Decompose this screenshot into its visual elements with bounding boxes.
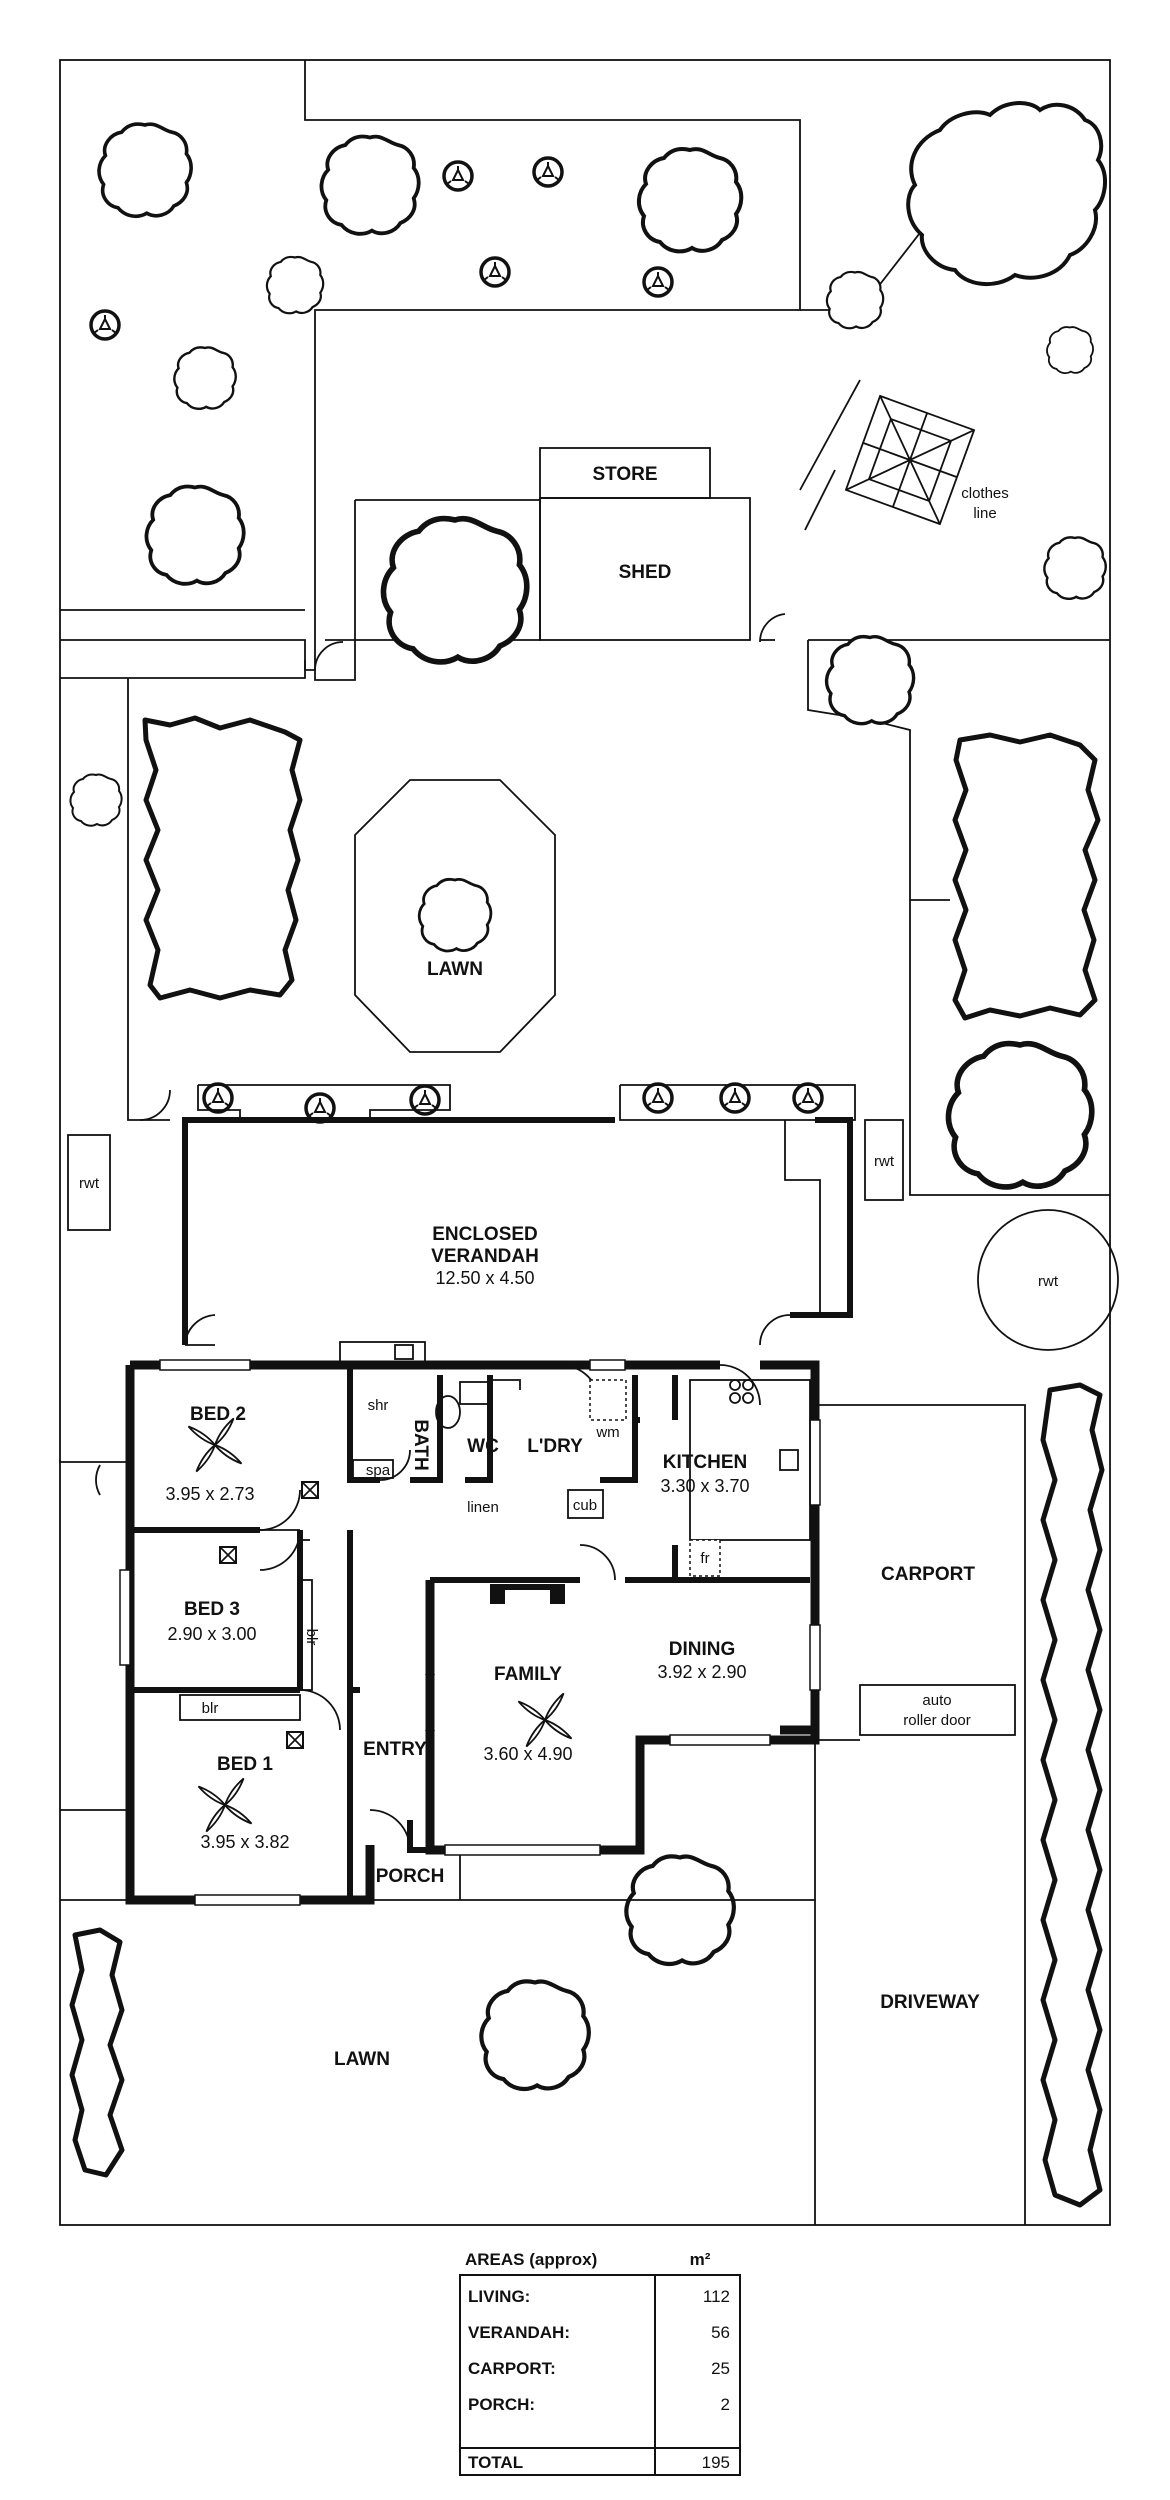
tree (626, 1856, 733, 1964)
doors (259, 1364, 761, 1851)
store-label: STORE (592, 464, 657, 485)
family-dim: 3.60 x 4.90 (483, 1744, 572, 1764)
area-row-value: 112 (703, 2287, 730, 2306)
rwt-left-label: rwt (79, 1175, 100, 1192)
clothes-line-label-2: line (973, 505, 996, 522)
tree (636, 146, 744, 254)
tree (69, 773, 123, 827)
hedges (69, 715, 1105, 2208)
rwt-mid-label: rwt (874, 1153, 895, 1170)
area-total-label: TOTAL (468, 2453, 523, 2472)
areas-unit: m² (690, 2250, 711, 2269)
area-total-value: 195 (702, 2453, 730, 2472)
dining-label: DINING (669, 1639, 736, 1660)
bed1-label: BED 1 (217, 1754, 273, 1775)
rear-lawn-label: LAWN (427, 959, 483, 980)
tree (1046, 326, 1094, 375)
verandah-label-1: ENCLOSED (432, 1224, 538, 1245)
area-row-label: LIVING: (468, 2287, 530, 2306)
rear-lawn: LAWN (354, 779, 556, 1053)
dining-dim: 3.92 x 2.90 (657, 1662, 746, 1682)
trees (69, 101, 1107, 2089)
shed-label: SHED (619, 562, 672, 583)
tree (1043, 536, 1107, 601)
porch-label: PORCH (376, 1866, 445, 1887)
property-boundary (59, 59, 1111, 2226)
windows (119, 1359, 821, 1906)
tree (265, 255, 325, 315)
spa-label: spa (366, 1462, 391, 1479)
side-fences (59, 900, 1110, 1811)
garden-bed-strips (197, 1084, 856, 1121)
tree (825, 270, 885, 330)
bed3-label: BED 3 (184, 1599, 240, 1620)
clothes-line (844, 394, 976, 526)
tree (173, 346, 237, 411)
rear-fences (60, 60, 1110, 1121)
room-labels: BED 2 3.95 x 2.73 BED 3 2.90 x 3.00 BED … (165, 1397, 749, 1887)
bed1-dim: 3.95 x 3.82 (200, 1832, 289, 1852)
area-row-label: PORCH: (468, 2395, 535, 2414)
front-lawn-label: LAWN (334, 2049, 390, 2070)
auto-label-1: auto (922, 1692, 951, 1709)
front-lawn: LAWN (60, 1899, 390, 2070)
tree (948, 1044, 1091, 1187)
bed3-blr-label: blr (303, 1629, 320, 1646)
clothes-line-label-1: clothes (961, 485, 1009, 502)
tree (383, 519, 526, 662)
tree (824, 634, 916, 726)
area-row-value: 56 (711, 2323, 730, 2342)
shed-building: SHED (539, 497, 751, 641)
store-building: STORE (539, 447, 711, 499)
tree (319, 134, 421, 236)
fridge-label: fr (700, 1550, 709, 1567)
bed2-label: BED 2 (190, 1404, 246, 1425)
kitchen-label: KITCHEN (663, 1452, 747, 1473)
wc-label: WC (467, 1436, 499, 1457)
enclosed-verandah: ENCLOSED VERANDAH 12.50 x 4.50 (182, 1117, 853, 1346)
kitchen-dim: 3.30 x 3.70 (660, 1476, 749, 1496)
rainwater-tanks: rwt rwt rwt (67, 1119, 1119, 1351)
areas-title: AREAS (approx) (465, 2250, 597, 2269)
gates (95, 613, 786, 1496)
fixtures (179, 1341, 811, 1721)
auto-label-2: roller door (903, 1712, 971, 1729)
carport-area: auto roller door CARPORT DRIVEWAY (460, 1404, 1026, 2225)
areas-table: AREAS (approx) m² LIVING: 112 VERANDAH: … (459, 2250, 741, 2476)
carport-label: CARPORT (881, 1564, 975, 1585)
area-row-value: 2 (721, 2395, 730, 2414)
tree (144, 484, 246, 586)
driveway-label: DRIVEWAY (880, 1992, 980, 2013)
tree (481, 1981, 588, 2089)
bath-label: BATH (410, 1419, 431, 1470)
bed1-blr-label: blr (202, 1700, 219, 1717)
washing-machine-label: wm (595, 1424, 619, 1441)
bed3-dim: 2.90 x 3.00 (167, 1624, 256, 1644)
shower-label: shr (368, 1397, 389, 1414)
cupboard-label: cub (573, 1497, 597, 1514)
bed2-dim: 3.95 x 2.73 (165, 1484, 254, 1504)
family-label: FAMILY (494, 1664, 562, 1685)
verandah-label-2: VERANDAH (431, 1246, 539, 1267)
area-row-value: 25 (711, 2359, 730, 2378)
entry-label: ENTRY (363, 1739, 427, 1760)
verandah-dim: 12.50 x 4.50 (435, 1268, 534, 1288)
laundry-label: L'DRY (527, 1436, 583, 1457)
tree (97, 122, 193, 219)
area-row-label: VERANDAH: (468, 2323, 570, 2342)
linen-label: linen (467, 1499, 499, 1516)
area-row-label: CARPORT: (468, 2359, 556, 2378)
rwt-round-label: rwt (1038, 1273, 1059, 1290)
